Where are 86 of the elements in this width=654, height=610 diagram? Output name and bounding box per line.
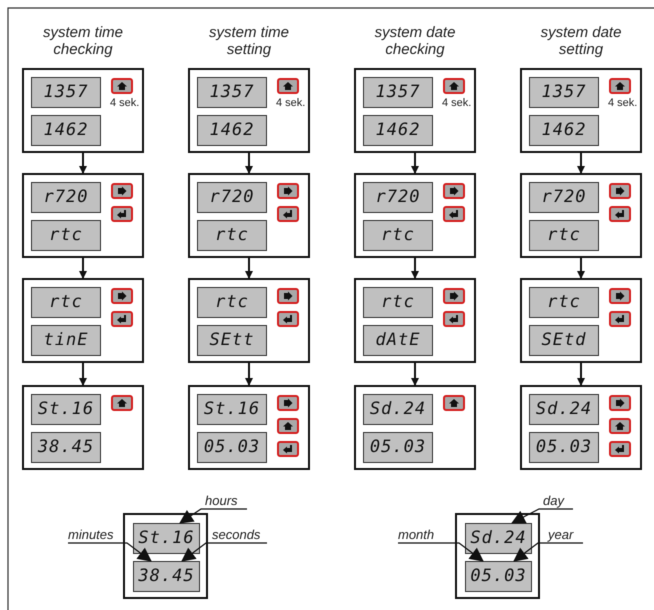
display-window: 1462 (31, 115, 101, 146)
display-panel (520, 173, 642, 258)
display-panel (188, 68, 310, 153)
column-heading: system date checking (374, 24, 456, 58)
display-window: St.16 (197, 394, 267, 425)
display-window: rtc (197, 220, 267, 251)
display-panel (520, 68, 642, 153)
display-panel (354, 385, 476, 470)
display-window: 1357 (363, 77, 433, 108)
display-panel (22, 385, 144, 470)
display-window: St.16 (133, 523, 200, 554)
display-window: tinE (31, 325, 101, 356)
display-panel (188, 173, 310, 258)
display-window: SEtd (529, 325, 599, 356)
display-window: rtc (31, 287, 101, 318)
display-window: r720 (363, 182, 433, 213)
arrow (245, 363, 253, 386)
display-panel (520, 278, 642, 363)
display-window: 1462 (197, 115, 267, 146)
arrow (245, 153, 253, 174)
display-window: rtc (363, 220, 433, 251)
arrow (411, 363, 419, 386)
arrow (411, 153, 419, 174)
display-panel (22, 173, 144, 258)
display-window: 05.03 (465, 561, 532, 592)
leader-line (398, 542, 484, 562)
display-panel (123, 513, 208, 599)
hold-time-note: 4 sek. (608, 97, 638, 109)
callout-label: year (548, 527, 583, 543)
display-window: rtc (31, 220, 101, 251)
display-panel (354, 173, 476, 258)
display-window: dAtE (363, 325, 433, 356)
display-panel (520, 385, 642, 470)
display-window: 1462 (529, 115, 599, 146)
arrow (577, 153, 585, 174)
display-window: Sd.24 (363, 394, 433, 425)
display-window: r720 (529, 182, 599, 213)
display-window: r720 (31, 182, 101, 213)
display-window: 05.03 (529, 432, 599, 463)
hold-time-note: 4 sek. (442, 97, 472, 109)
leader-line (181, 542, 267, 562)
arrow (245, 258, 253, 279)
leader-line (511, 508, 573, 524)
display-window: St.16 (31, 394, 101, 425)
display-window: 38.45 (133, 561, 200, 592)
display-panel (22, 278, 144, 363)
display-panel (188, 385, 310, 470)
arrow (577, 363, 585, 386)
display-window: rtc (363, 287, 433, 318)
callout-label: seconds (212, 527, 267, 543)
arrow (411, 258, 419, 279)
display-window: 05.03 (197, 432, 267, 463)
arrow (79, 258, 87, 279)
callout-label: day (543, 493, 573, 509)
display-panel (455, 513, 540, 599)
display-window: 1462 (363, 115, 433, 146)
display-window: 1357 (529, 77, 599, 108)
hold-time-note: 4 sek. (110, 97, 140, 109)
column-heading: system time setting (208, 24, 290, 58)
callout-label: minutes (68, 527, 128, 543)
display-panel (354, 278, 476, 363)
display-window: r720 (197, 182, 267, 213)
arrow (79, 363, 87, 386)
leader-line (68, 542, 152, 562)
display-window: 1357 (197, 77, 267, 108)
display-panel (188, 278, 310, 363)
leader-line (513, 542, 583, 562)
display-window: rtc (529, 287, 599, 318)
display-window: Sd.24 (529, 394, 599, 425)
display-panel (354, 68, 476, 153)
column-heading: system time checking (42, 24, 124, 58)
display-window: Sd.24 (465, 523, 532, 554)
display-panel (22, 68, 144, 153)
arrow (79, 153, 87, 174)
display-window: rtc (197, 287, 267, 318)
callout-label: month (398, 527, 446, 543)
display-window: SEtt (197, 325, 267, 356)
display-window: 1357 (31, 77, 101, 108)
hold-time-note: 4 sek. (276, 97, 306, 109)
leader-line (179, 508, 247, 524)
display-window: 05.03 (363, 432, 433, 463)
callout-label: hours (205, 493, 247, 509)
arrow (577, 258, 585, 279)
column-heading: system date setting (540, 24, 622, 58)
display-window: rtc (529, 220, 599, 251)
display-window: 38.45 (31, 432, 101, 463)
